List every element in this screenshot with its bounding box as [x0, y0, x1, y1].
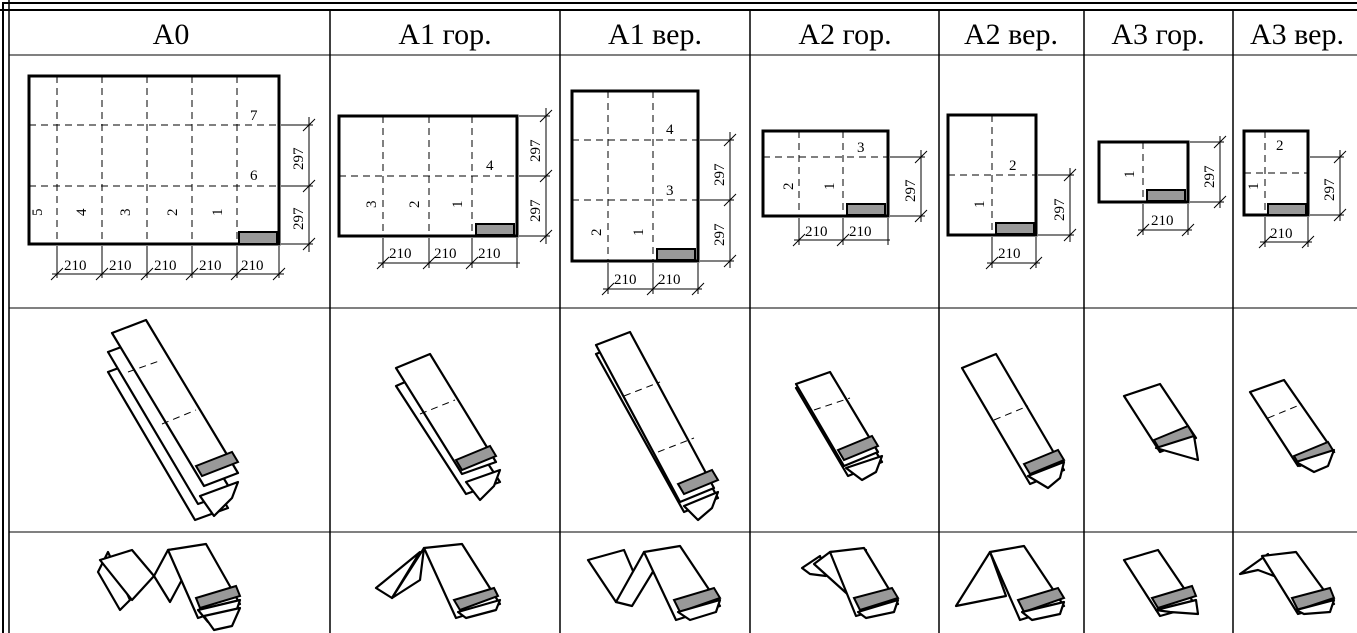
- dimension-label: 210: [1151, 213, 1174, 229]
- header-a0: A0: [153, 18, 190, 51]
- a2-horizontal-folded-stack: [794, 370, 884, 482]
- panel-number: 5: [30, 209, 46, 217]
- panel-number: 2: [1009, 158, 1017, 174]
- a2-horizontal-accordion-fold: [800, 546, 900, 620]
- a0-sheet-layout: 5 4 3 2 1 6 7 210 210 210 210 210 297: [27, 74, 316, 281]
- a3-horizontal-sheet-layout: 1 210 297: [1097, 135, 1227, 237]
- dimension-label: 297: [528, 139, 544, 162]
- dimension-label: 210: [389, 246, 412, 262]
- dimension-label: 297: [1202, 165, 1218, 188]
- panel-number: 1: [972, 201, 988, 209]
- dimension-label: 210: [64, 258, 87, 274]
- panel-number: 4: [486, 158, 494, 174]
- panel-number: 2: [407, 201, 423, 209]
- panel-number: 4: [666, 122, 674, 138]
- a2-vertical-folded-stack: [960, 352, 1066, 490]
- a3-vertical-accordion-fold: [1238, 550, 1336, 616]
- dimension-label: 297: [712, 223, 728, 246]
- panel-number: 2: [781, 183, 797, 191]
- panel-number: 3: [364, 201, 380, 209]
- a2-horizontal-sheet-layout: 2 1 3 210 210 297: [761, 129, 928, 247]
- a1-horizontal-sheet-layout: 3 2 1 4 210 210 210 297 297: [337, 108, 553, 270]
- a1-vertical-sheet: [570, 89, 700, 263]
- dimension-label: 210: [478, 246, 501, 262]
- panel-number: 2: [589, 229, 605, 237]
- title-block-stamp: [238, 231, 278, 245]
- a1-horizontal-folded-stack: [394, 352, 502, 502]
- dimension-label: 210: [998, 246, 1021, 262]
- dimension-label: 210: [241, 258, 264, 274]
- a2-vertical-accordion-fold: [954, 544, 1066, 622]
- dimension-label: 210: [1270, 226, 1293, 242]
- dimension-label: 210: [154, 258, 177, 274]
- column-headers: A0 A1 гор. A1 вер. A2 гор. A2 вер. A3 го…: [153, 18, 1344, 51]
- header-a3-horizontal: A3 гор.: [1111, 18, 1204, 51]
- dimension-label: 297: [291, 147, 307, 170]
- a1-vertical-sheet-layout: 2 1 3 4 210 210 297 297: [570, 89, 737, 296]
- a2-horizontal-sheet: [761, 129, 890, 218]
- title-block-stamp: [1267, 203, 1307, 216]
- panel-number: 3: [118, 209, 134, 217]
- dimension-label: 210: [658, 272, 681, 288]
- dimension-label: 210: [805, 224, 828, 240]
- a1-vertical-folded-stack: [594, 330, 720, 522]
- panel-number: 1: [1122, 171, 1138, 179]
- dimension-label: 210: [849, 224, 872, 240]
- dimension-label: 297: [712, 163, 728, 186]
- panel-number: 1: [210, 209, 226, 217]
- a0-folded-stack: [106, 318, 240, 522]
- panel-number: 1: [1246, 183, 1262, 191]
- a3-vertical-folded-stack: [1248, 378, 1336, 474]
- dimension-label: 210: [434, 246, 457, 262]
- header-a1-horizontal: A1 гор.: [398, 18, 491, 51]
- dimension-label: 297: [528, 199, 544, 222]
- header-a2-vertical: A2 вер.: [964, 18, 1058, 51]
- title-block-stamp: [846, 203, 886, 216]
- dimension-label: 297: [1322, 178, 1338, 201]
- dimension-label: 210: [109, 258, 132, 274]
- panel-number: 4: [74, 208, 90, 216]
- header-a1-vertical: A1 вер.: [608, 18, 702, 51]
- folded-stacks-row: [106, 318, 1336, 522]
- panel-number: 3: [857, 140, 865, 156]
- header-a3-vertical: A3 вер.: [1250, 18, 1344, 51]
- panel-number: 1: [822, 183, 838, 191]
- a3-horizontal-accordion-fold: [1122, 548, 1200, 618]
- panel-number: 2: [165, 209, 181, 217]
- accordion-folds-row: [96, 542, 1336, 632]
- title-block-stamp: [475, 223, 515, 236]
- panel-number: 7: [250, 108, 258, 124]
- a3-horizontal-folded-stack: [1122, 382, 1200, 462]
- title-block-stamp: [656, 248, 696, 261]
- dimension-label: 297: [1052, 198, 1068, 221]
- panel-number: 3: [666, 183, 674, 199]
- header-a2-horizontal: A2 гор.: [798, 18, 891, 51]
- dimension-label: 297: [903, 179, 919, 202]
- panel-number: 1: [631, 229, 647, 237]
- title-block-stamp: [995, 222, 1035, 235]
- dimension-label: 297: [291, 207, 307, 230]
- a2-vertical-sheet-layout: 1 2 210 297: [946, 113, 1077, 270]
- a3-vertical-sheet-layout: 1 2 210 297: [1242, 129, 1347, 249]
- dimension-label: 210: [199, 258, 222, 274]
- title-block-stamp: [1146, 189, 1186, 202]
- panel-number: 2: [1276, 138, 1284, 154]
- a0-accordion-fold: [96, 542, 242, 632]
- a1-horizontal-accordion-fold: [374, 542, 502, 620]
- a0-sheet: [27, 74, 281, 246]
- dimension-label: 210: [614, 272, 637, 288]
- a1-vertical-accordion-fold: [586, 544, 722, 622]
- panel-number: 6: [250, 168, 258, 184]
- panel-number: 1: [450, 201, 466, 209]
